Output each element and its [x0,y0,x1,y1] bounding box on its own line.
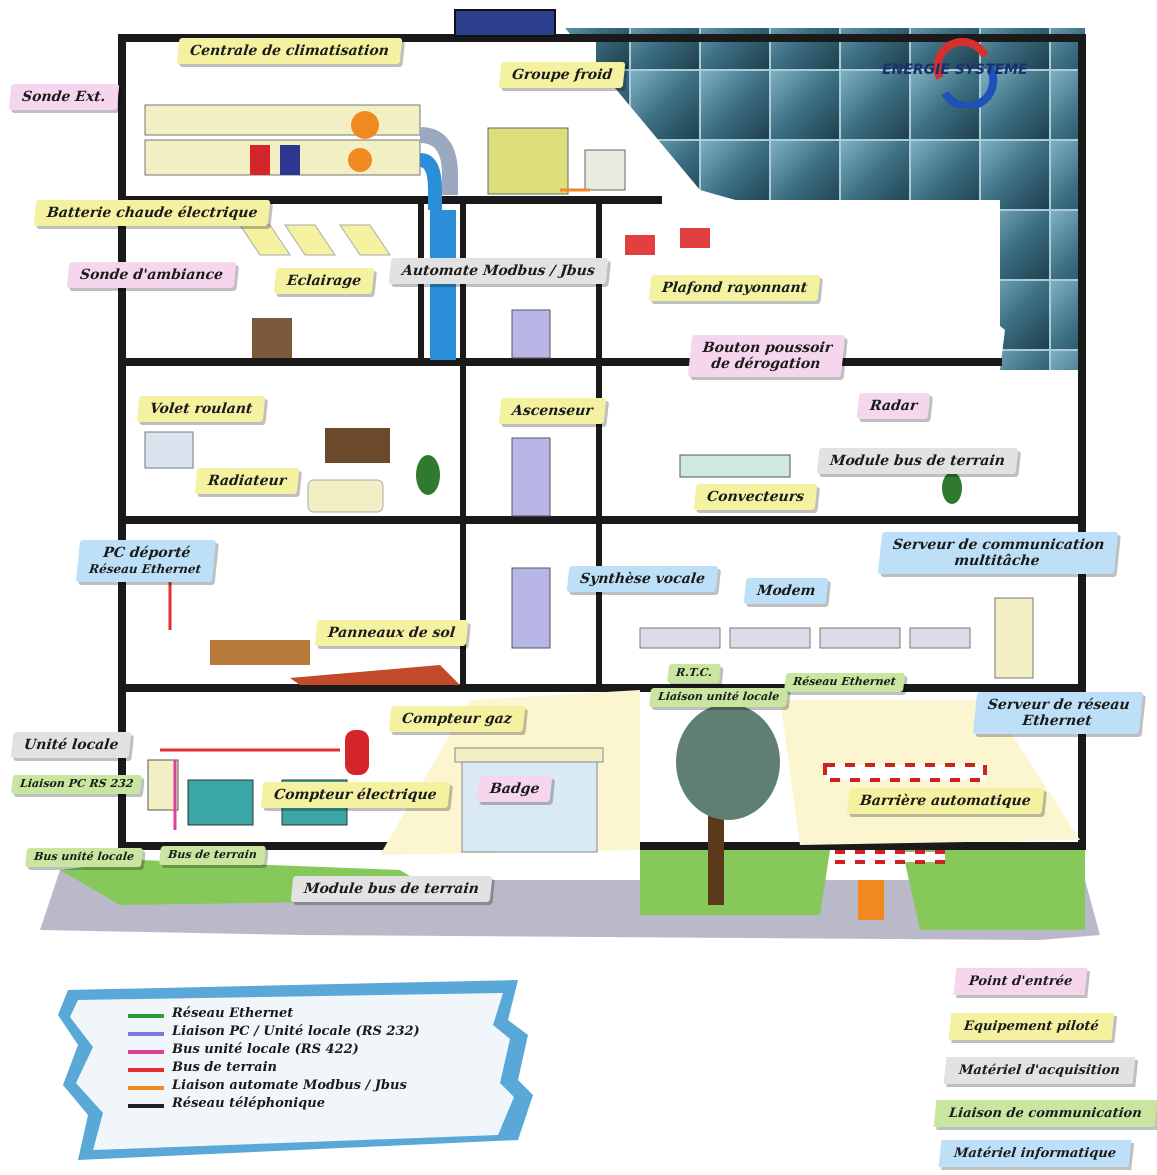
label-modem: Modem [743,578,829,605]
label-module-bus-terrain-2: Module bus de terrain [290,876,493,903]
legend-swatch-2 [128,1050,164,1054]
legend-swatch-3 [128,1068,164,1072]
label-centrale-climatisation: Centrale de climatisation [176,38,403,65]
label-barriere-automatique: Barrière automatique [846,788,1045,815]
label-bouton-poussoir: Bouton poussoir de dérogation [687,335,846,378]
glass-facade [565,28,1085,520]
label-sonde-ext: Sonde Ext. [8,84,119,111]
label-pc-deporte-line2: Réseau Ethernet [88,562,202,577]
label-synthese-vocale: Synthèse vocale [566,566,719,593]
label-badge: Badge [476,776,553,803]
category-equipement-pilote: Equipement piloté [948,1013,1115,1040]
category-materiel-acquisition: Matériel d'acquisition [943,1057,1136,1084]
label-bus-unite-locale: Bus unité locale [25,848,143,867]
label-eclairage: Eclairage [273,268,375,295]
label-radar: Radar [856,393,931,420]
label-volet-roulant: Volet roulant [136,396,266,423]
label-radiateur: Radiateur [194,468,300,495]
legend-swatch-0 [128,1014,164,1018]
label-batterie-chaude: Batterie chaude électrique [33,200,271,227]
legend-swatch-1 [128,1032,164,1036]
label-serveur-reseau-ethernet: Serveur de réseau Ethernet [972,692,1143,735]
label-serveur-communication-line2: multitâche [953,553,1041,570]
label-serveur-reseau-line2: Ethernet [1021,713,1093,730]
legend-label-5: Réseau téléphonique [172,1096,325,1111]
label-automate-modbus: Automate Modbus / Jbus [388,258,609,285]
energie-systeme-logo-icon [933,38,998,108]
label-bouton-poussoir-line2: de dérogation [710,356,822,373]
label-serveur-reseau-line1: Serveur de réseau [987,697,1131,713]
label-reseau-ethernet-link: Réseau Ethernet [784,673,905,692]
label-compteur-gaz: Compteur gaz [388,706,526,733]
legend-label-0: Réseau Ethernet [172,1006,294,1021]
label-bouton-poussoir-line1: Bouton poussoir [702,340,834,356]
brand-name: ENERGIE SYSTEME [882,62,1028,78]
label-liaison-unite-locale: Liaison unité locale [649,688,789,707]
legend-panel-shape [58,980,533,1160]
label-sonde-ambiance: Sonde d'ambiance [66,262,237,289]
legend-swatch-5 [128,1104,164,1108]
legend-label-2: Bus unité locale (RS 422) [172,1042,359,1057]
label-module-bus-terrain-1: Module bus de terrain [816,448,1019,475]
legend-label-1: Liaison PC / Unité locale (RS 232) [172,1024,420,1039]
label-serveur-communication: Serveur de communication multitâche [877,532,1118,575]
label-groupe-froid: Groupe froid [498,62,626,89]
label-pc-deporte-line1: PC déporté [102,545,192,561]
label-liaison-pc-rs232: Liaison PC RS 232 [11,775,143,794]
category-liaison-communication: Liaison de communication [933,1100,1157,1127]
label-compteur-electrique: Compteur électrique [260,782,450,809]
legend-label-3: Bus de terrain [172,1060,277,1075]
label-convecteurs: Convecteurs [693,484,818,511]
label-pc-deporte: PC déporté Réseau Ethernet [75,540,217,583]
label-plafond-rayonnant: Plafond rayonnant [648,275,821,302]
label-rtc: R.T.C. [667,664,721,683]
label-serveur-communication-line1: Serveur de communication [892,537,1106,553]
label-ascenseur: Ascenseur [498,398,607,425]
category-materiel-informatique: Matériel informatique [938,1140,1132,1167]
label-bus-de-terrain: Bus de terrain [159,846,266,865]
category-point-entree: Point d'entrée [953,968,1088,995]
label-panneaux-sol: Panneaux de sol [314,620,469,647]
label-unite-locale: Unité locale [10,732,132,759]
legend-swatch-4 [128,1086,164,1090]
legend-label-4: Liaison automate Modbus / Jbus [172,1078,407,1093]
